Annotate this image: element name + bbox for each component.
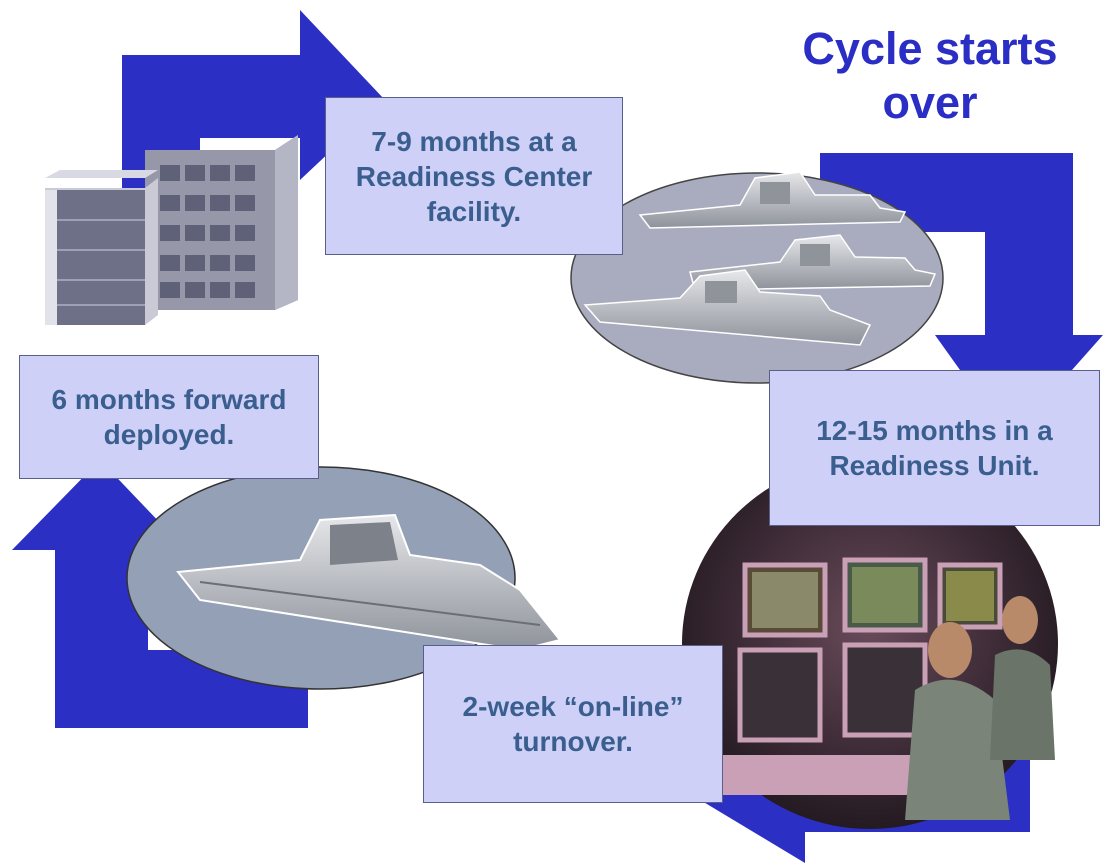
step-box-readiness-unit: 12-15 months in a Readiness Unit. xyxy=(769,370,1100,526)
ship-bottom xyxy=(583,269,872,346)
three-destroyers-image xyxy=(570,171,944,384)
ship-large xyxy=(176,513,562,652)
step-label-readiness-unit: 12-15 months in a Readiness Unit. xyxy=(816,415,1053,481)
single-destroyer-image xyxy=(126,466,562,690)
step-label-forward-deployed: 6 months forward deployed. xyxy=(51,384,287,450)
ship-middle xyxy=(689,234,937,291)
console-screens xyxy=(720,557,1003,795)
step-box-forward-deployed: 6 months forward deployed. xyxy=(19,355,319,479)
step-box-readiness-center: 7-9 months at a Readiness Center facilit… xyxy=(325,97,623,255)
step-label-readiness-center: 7-9 months at a Readiness Center facilit… xyxy=(355,125,593,227)
office-building-icon xyxy=(45,135,298,325)
step-label-turnover: 2-week “on-line” turnover. xyxy=(462,691,684,757)
cycle-title: Cycle starts over xyxy=(802,23,1058,128)
step-box-turnover: 2-week “on-line” turnover. xyxy=(423,645,723,803)
operator-silhouettes xyxy=(905,596,1055,820)
combat-operators-image xyxy=(682,459,1058,829)
ship-top xyxy=(638,171,907,229)
